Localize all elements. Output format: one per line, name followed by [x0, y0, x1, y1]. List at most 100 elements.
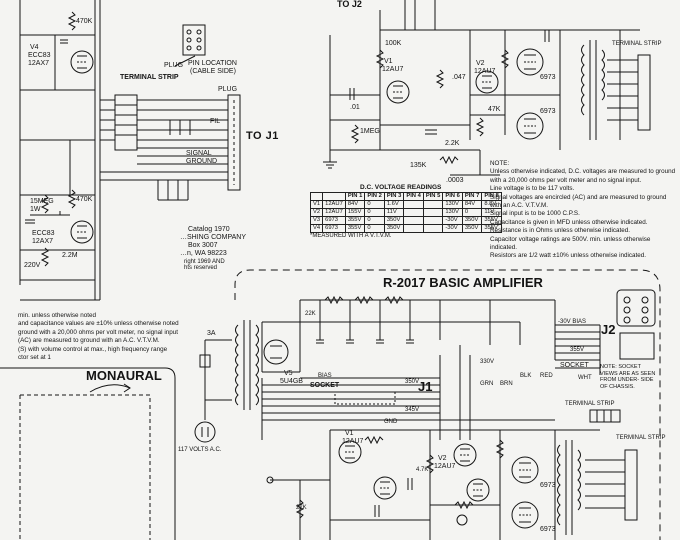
wire-grn: GRN: [480, 381, 494, 387]
terminal-strip-bottom2: TERMINAL STRIP: [616, 435, 666, 441]
voltage-350: 350V: [405, 379, 420, 385]
v4-left-tube: ECC83: [28, 52, 51, 59]
table-cell: 350V: [383, 216, 405, 225]
v1-lower-tube: 12AU7: [342, 438, 364, 445]
r-1meg-label: 1MEG: [360, 128, 380, 135]
table-cell: [403, 224, 424, 233]
company-line3: Box 3007: [188, 242, 218, 249]
signal-label: SIGNAL: [186, 150, 212, 157]
top-note: indicated.: [490, 244, 517, 252]
table-cell: 350V: [461, 224, 483, 233]
table-cell: 0: [364, 200, 385, 209]
table-cell: [422, 200, 444, 209]
r-22k-label: 22K: [305, 311, 316, 317]
table-cell: 355V: [481, 216, 502, 225]
top-note: with a 20,000 ohms per volt meter and no…: [490, 176, 642, 184]
amplifier-title: R-2017 BASIC AMPLIFIER: [383, 275, 543, 290]
table-row: V1 12AU7 84V 0 1.6V 130V 84V 8.8V: [309, 200, 502, 209]
table-cell: V4: [309, 224, 324, 233]
v2-lower-label: V2: [438, 455, 447, 462]
table-cell: 155V: [344, 208, 366, 217]
company-line4: …n, WA 98223: [180, 250, 227, 257]
voltage-330: 330V: [480, 359, 495, 365]
fil-label: FIL: [210, 118, 221, 125]
voltage-table: PIN 1 PIN 2 PIN 3 PIN 4 PIN 5 PIN 6 PIN …: [309, 192, 502, 233]
table-cell: V1: [309, 200, 324, 209]
v5-label: V5: [284, 370, 293, 377]
r-27k-label: 27K: [296, 505, 307, 511]
top-amplifier-section: [323, 0, 651, 176]
v5-tube: 5U4GB: [280, 378, 303, 385]
table-cell: -30V: [442, 216, 463, 225]
v2-lower-tube: 12AU7: [434, 463, 456, 470]
table-cell: 11V: [383, 208, 405, 217]
top-note: Capacitance is given in MFD unless other…: [490, 218, 648, 226]
top-note: Capacitor voltage ratings are 500V. min.…: [490, 235, 651, 243]
r-22m: 2.2M: [62, 252, 78, 259]
cable-side-label: (CABLE SIDE): [190, 68, 236, 75]
table-row: V4 6973 355V 0 350V -30V 350V 355V: [309, 224, 502, 233]
table-cell: [422, 216, 444, 225]
terminal-strip-bottom: TERMINAL STRIP: [565, 401, 615, 407]
voltage-table-col: PIN 8: [481, 192, 502, 201]
company-line6: hts reserved: [184, 265, 218, 271]
company-line5: right 1969 AND: [184, 259, 225, 265]
monaural-panel: [0, 367, 176, 540]
r-470k-a: 470K: [76, 18, 93, 25]
table-cell: 350V: [461, 216, 483, 225]
table-cell: [403, 200, 424, 209]
table-cell: 130V: [442, 200, 463, 209]
voltage-345: 345V: [405, 407, 420, 413]
v3-lower-tube: 6973: [540, 482, 556, 489]
socket-views-note: NOTE: SOCKET VIEWS ARE AS SEEN FROM UNDE…: [600, 364, 656, 390]
voltage-table-footnote: *MEASURED WITH A V.T.V.M.: [310, 233, 392, 239]
r-47k-label: 47K: [488, 106, 501, 113]
ac-voltage-label: 117 VOLTS A.C.: [178, 447, 222, 453]
gnd-label: GND: [384, 419, 398, 425]
left-notes: min. unless otherwise noted and capacita…: [18, 312, 179, 362]
c-047-label: .047: [452, 74, 466, 81]
r-470k-b: 470K: [76, 196, 93, 203]
v1-tube: 12AU7: [382, 66, 404, 73]
voltage-table-col: PIN 7: [461, 192, 483, 201]
r-1w: 1W: [30, 206, 41, 213]
voltage-table-col: PIN 3: [383, 192, 405, 201]
bottom-amplifier-section: [194, 289, 656, 540]
plug-label-a: PLUG: [164, 62, 184, 69]
v2-tube: 12AU7: [474, 68, 496, 75]
r-15meg: 15MEG: [30, 198, 54, 205]
bias-voltage-label: -30V BIAS: [558, 319, 587, 325]
v3-left-tube: ECC83: [32, 230, 55, 237]
wire-red: RED: [540, 373, 553, 379]
v4-tube: 6973: [540, 108, 556, 115]
j1-label: J1: [418, 379, 433, 394]
table-cell: 0: [364, 216, 385, 225]
top-note: with an A.C. V.T.V.M.: [490, 202, 548, 210]
amp-dashed-border: [234, 269, 661, 540]
left-note: ground with a 20,000 ohms per volt meter…: [18, 328, 178, 336]
v3-tube: 6973: [540, 74, 556, 81]
voltage-table-col: [309, 192, 324, 201]
v1-label: V1: [384, 58, 393, 65]
left-note: min. unless otherwise noted: [18, 312, 97, 319]
voltage-table-col: PIN 2: [364, 192, 385, 201]
left-note: and capacitance values are ±10% unless o…: [18, 320, 179, 328]
table-cell: [403, 208, 424, 217]
left-note: (AC) are measured to ground with an A.C.…: [18, 337, 160, 345]
monaural-label: MONAURAL: [86, 368, 162, 383]
top-notes: NOTE: Unless otherwise indicated, D.C. v…: [490, 160, 675, 261]
wire-wht: WHT: [578, 375, 592, 381]
table-cell: 12AU7: [322, 208, 346, 217]
top-note: NOTE:: [490, 160, 510, 167]
r-100k-label: 100K: [385, 40, 402, 47]
table-cell: 12AU7: [322, 200, 346, 209]
table-cell: 355V: [481, 224, 502, 233]
table-cell: 355V: [344, 216, 366, 225]
fuse-label: 3A: [207, 330, 216, 337]
table-cell: [422, 208, 444, 217]
table-cell: 0: [461, 208, 483, 217]
socket-label-a: SOCKET: [310, 382, 340, 389]
c-01-label: .01: [350, 104, 360, 111]
